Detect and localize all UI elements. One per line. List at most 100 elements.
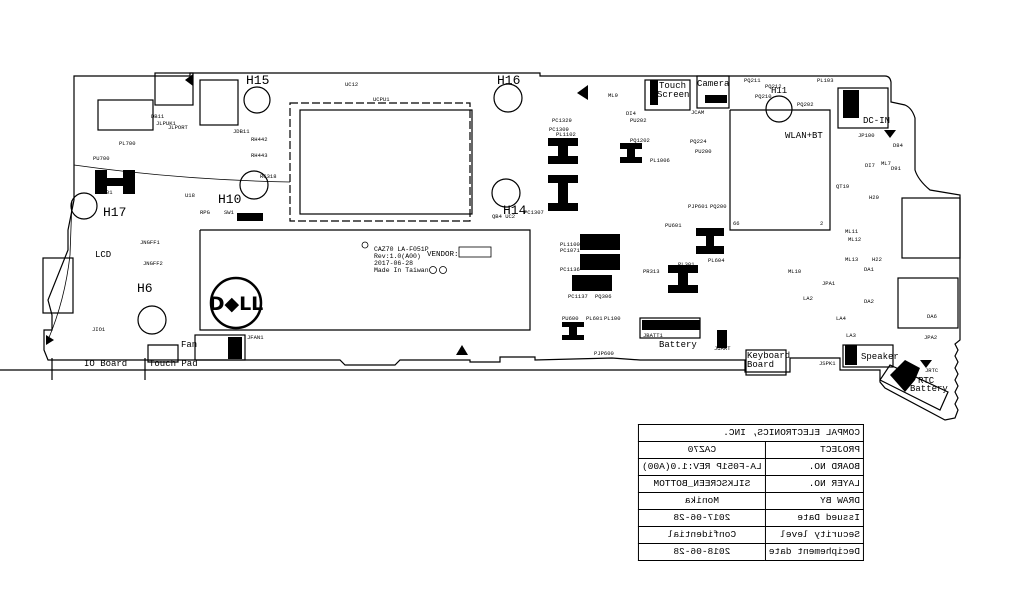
title-company: COMPAL ELECTRONICS, INC. (638, 424, 864, 442)
label-rtc-2: Battery (910, 384, 948, 394)
mount-hole-h17 (70, 192, 98, 220)
refdes-uc12: UC12 (345, 81, 358, 88)
refdes-jp100: JP100 (858, 132, 875, 139)
refdes-pu202: PU202 (630, 117, 647, 124)
camera-connector-outline (696, 75, 730, 109)
refdes-pq306: PQ306 (595, 293, 612, 300)
mount-hole-h10 (239, 170, 269, 200)
title-key: Security level (765, 526, 864, 544)
battery-connector-jbatt1 (642, 320, 700, 330)
flex-cable-trace (73, 164, 291, 183)
refdes-pq202: PQ202 (797, 101, 814, 108)
rtc-battery-outline (879, 364, 949, 411)
refdes-jlport: JLPORT (168, 124, 189, 131)
camera-connector-body (705, 95, 727, 103)
refdes-ucpu1: UCPU1 (373, 96, 390, 103)
refdes-pl100: PL100 (604, 315, 621, 322)
refdes-h22: H22 (872, 256, 882, 263)
refdes-ml10: ML10 (788, 268, 801, 275)
title-key: Deciphement date (765, 543, 864, 561)
refdes-pc1136: PC1136 (560, 266, 580, 273)
refdes-jpa1: JPA1 (822, 280, 836, 287)
dell-logo: D◆LL (209, 293, 264, 315)
refdes-pl1102: PL1102 (556, 131, 576, 138)
refdes-jfan1: JFAN1 (247, 334, 264, 341)
refdes-qb4uc2: QB4 UC2 (492, 213, 515, 220)
pin1-marker-bottom (456, 345, 468, 355)
refdes-jngff1: JNGFF1 (140, 239, 161, 246)
cpu-outline (289, 102, 471, 222)
refdes-pl701: PL701 (96, 189, 113, 196)
refdes-u18: U18 (185, 192, 195, 199)
touchpad-connector-outline (147, 344, 179, 363)
mount-hole-h6 (137, 305, 167, 335)
title-row: BOARD NO.LA-F051P REV:1.0(A00) (638, 458, 864, 476)
title-value: 2017-06-28 (638, 509, 766, 527)
title-value: CAZ70 (638, 441, 766, 459)
capacitor-pc1071 (580, 234, 620, 250)
lcd-cable-trace (47, 199, 73, 341)
label-h11: H11 (771, 86, 787, 96)
refdes-pl301: PL301 (678, 261, 695, 268)
refdes-di7: DI7 (865, 162, 875, 169)
dcin-jack-body (843, 90, 859, 118)
refdes-jcam: JCAM (691, 109, 704, 116)
refdes-pq212: PQ212 (765, 83, 782, 90)
capacitor-pq306 (572, 275, 612, 291)
refdes-la3: LA3 (846, 332, 856, 339)
marking-line3: 2017-06-28 (374, 260, 413, 267)
refdes-jngff2: JNGFF2 (143, 260, 163, 267)
refdes-pjp600: PJP600 (594, 350, 614, 357)
refdes-pc1309: PC1309 (549, 126, 569, 133)
refdes-pl700: PL700 (119, 140, 136, 147)
label-speaker: Speaker (861, 352, 899, 362)
inductor-pq1202 (620, 143, 642, 163)
label-h14: H14 (503, 203, 527, 218)
wlan-module-outline (729, 109, 831, 231)
refdes-jspk1: JSPK1 (819, 360, 836, 367)
marking-line2: Rev:1.0(A00) (374, 253, 421, 260)
lower-board-region (199, 229, 531, 331)
refdes-pq224: PQ224 (690, 138, 707, 145)
refdes-pq1202: PQ1202 (630, 137, 650, 144)
label-touch-pad: Touch Pad (149, 359, 198, 369)
refdes-pl1006: PL1006 (650, 157, 670, 164)
vendor-box (458, 246, 492, 258)
label-touch-screen-2: Screen (657, 90, 689, 100)
mount-hole-h14 (491, 178, 521, 208)
refdes-ml7: ML7 (881, 160, 891, 167)
fan-connector-outline (194, 334, 246, 361)
label-rtc-1: RTC (918, 376, 935, 386)
recycle-mark-icon (429, 266, 437, 274)
capacitor-pc1136 (580, 254, 620, 270)
refdes-pin66: 66 (733, 220, 740, 227)
refdes-pq210: PQ210 (755, 93, 772, 100)
dcin-connector-outline (837, 87, 889, 129)
refdes-pq200: PQ200 (710, 203, 727, 210)
speaker-connector-outline (842, 344, 894, 368)
cpu-die (299, 109, 473, 215)
title-key: PROJECT (765, 441, 864, 459)
refdes-jio1: JIO1 (92, 326, 106, 333)
refdes-pl601: PL601 (586, 315, 603, 322)
title-value: Confidential (638, 526, 766, 544)
refdes-di4: DI4 (626, 110, 637, 117)
sw1-switch (237, 213, 263, 221)
refdes-pu601: PU601 (665, 222, 682, 229)
mount-hole-h11 (765, 95, 793, 123)
inductor-pl701 (95, 170, 135, 194)
title-key: DRAW BY (765, 492, 864, 510)
label-h16: H16 (497, 73, 520, 88)
label-battery: Battery (659, 340, 697, 350)
refdes-da6: DA6 (927, 313, 937, 320)
refdes-pc1137: PC1137 (568, 293, 588, 300)
title-key: LAYER NO. (765, 475, 864, 493)
touchscreen-connector-outline (644, 79, 691, 111)
title-value: Monika (638, 492, 766, 510)
refdes-pc1071: PC1071 (560, 247, 581, 254)
label-dc-in: DC-IN (863, 116, 890, 126)
mount-hole-h15 (243, 86, 271, 114)
